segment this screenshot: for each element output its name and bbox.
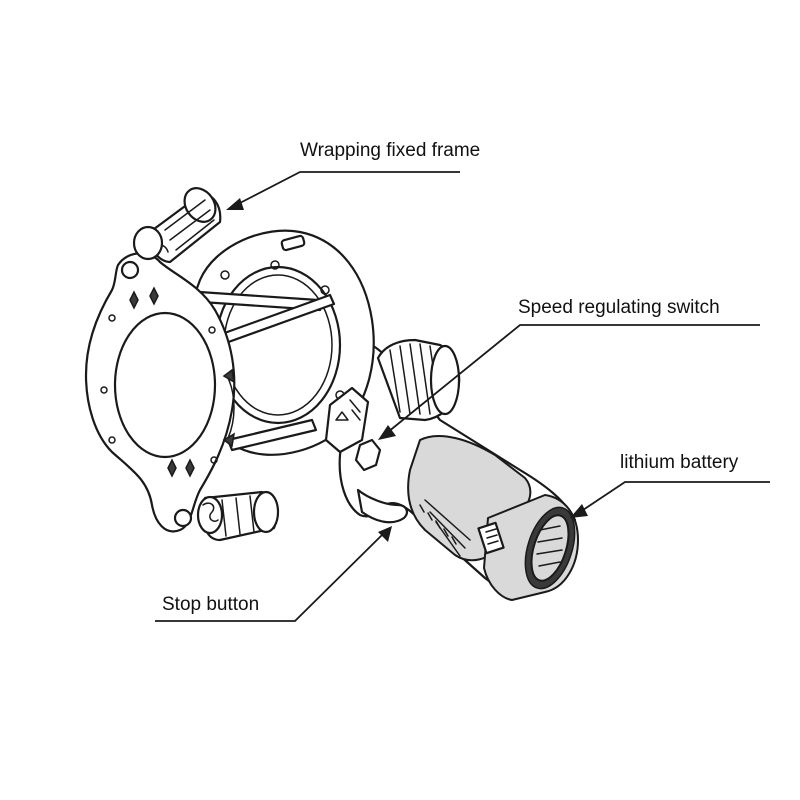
leader-stop — [155, 526, 392, 622]
leader-battery — [570, 481, 770, 518]
top-roller — [132, 187, 222, 264]
stop-button-trigger — [356, 488, 408, 524]
leader-switch — [378, 324, 760, 440]
motor-housing — [376, 338, 461, 422]
front-frame — [84, 252, 236, 533]
bottom-pivot — [173, 508, 193, 528]
top-pivot — [120, 260, 140, 280]
label-wrapping-fixed-frame: Wrapping fixed frame — [300, 140, 480, 161]
label-lithium-battery: lithium battery — [620, 452, 739, 473]
leader-frame — [226, 171, 460, 210]
battery-release-button — [477, 521, 505, 555]
label-stop-button: Stop button — [162, 594, 259, 615]
bottom-roller — [196, 490, 280, 542]
battery-pack — [477, 494, 579, 601]
label-speed-regulating-switch: Speed regulating switch — [518, 297, 720, 318]
speed-switch-knob — [354, 438, 382, 472]
